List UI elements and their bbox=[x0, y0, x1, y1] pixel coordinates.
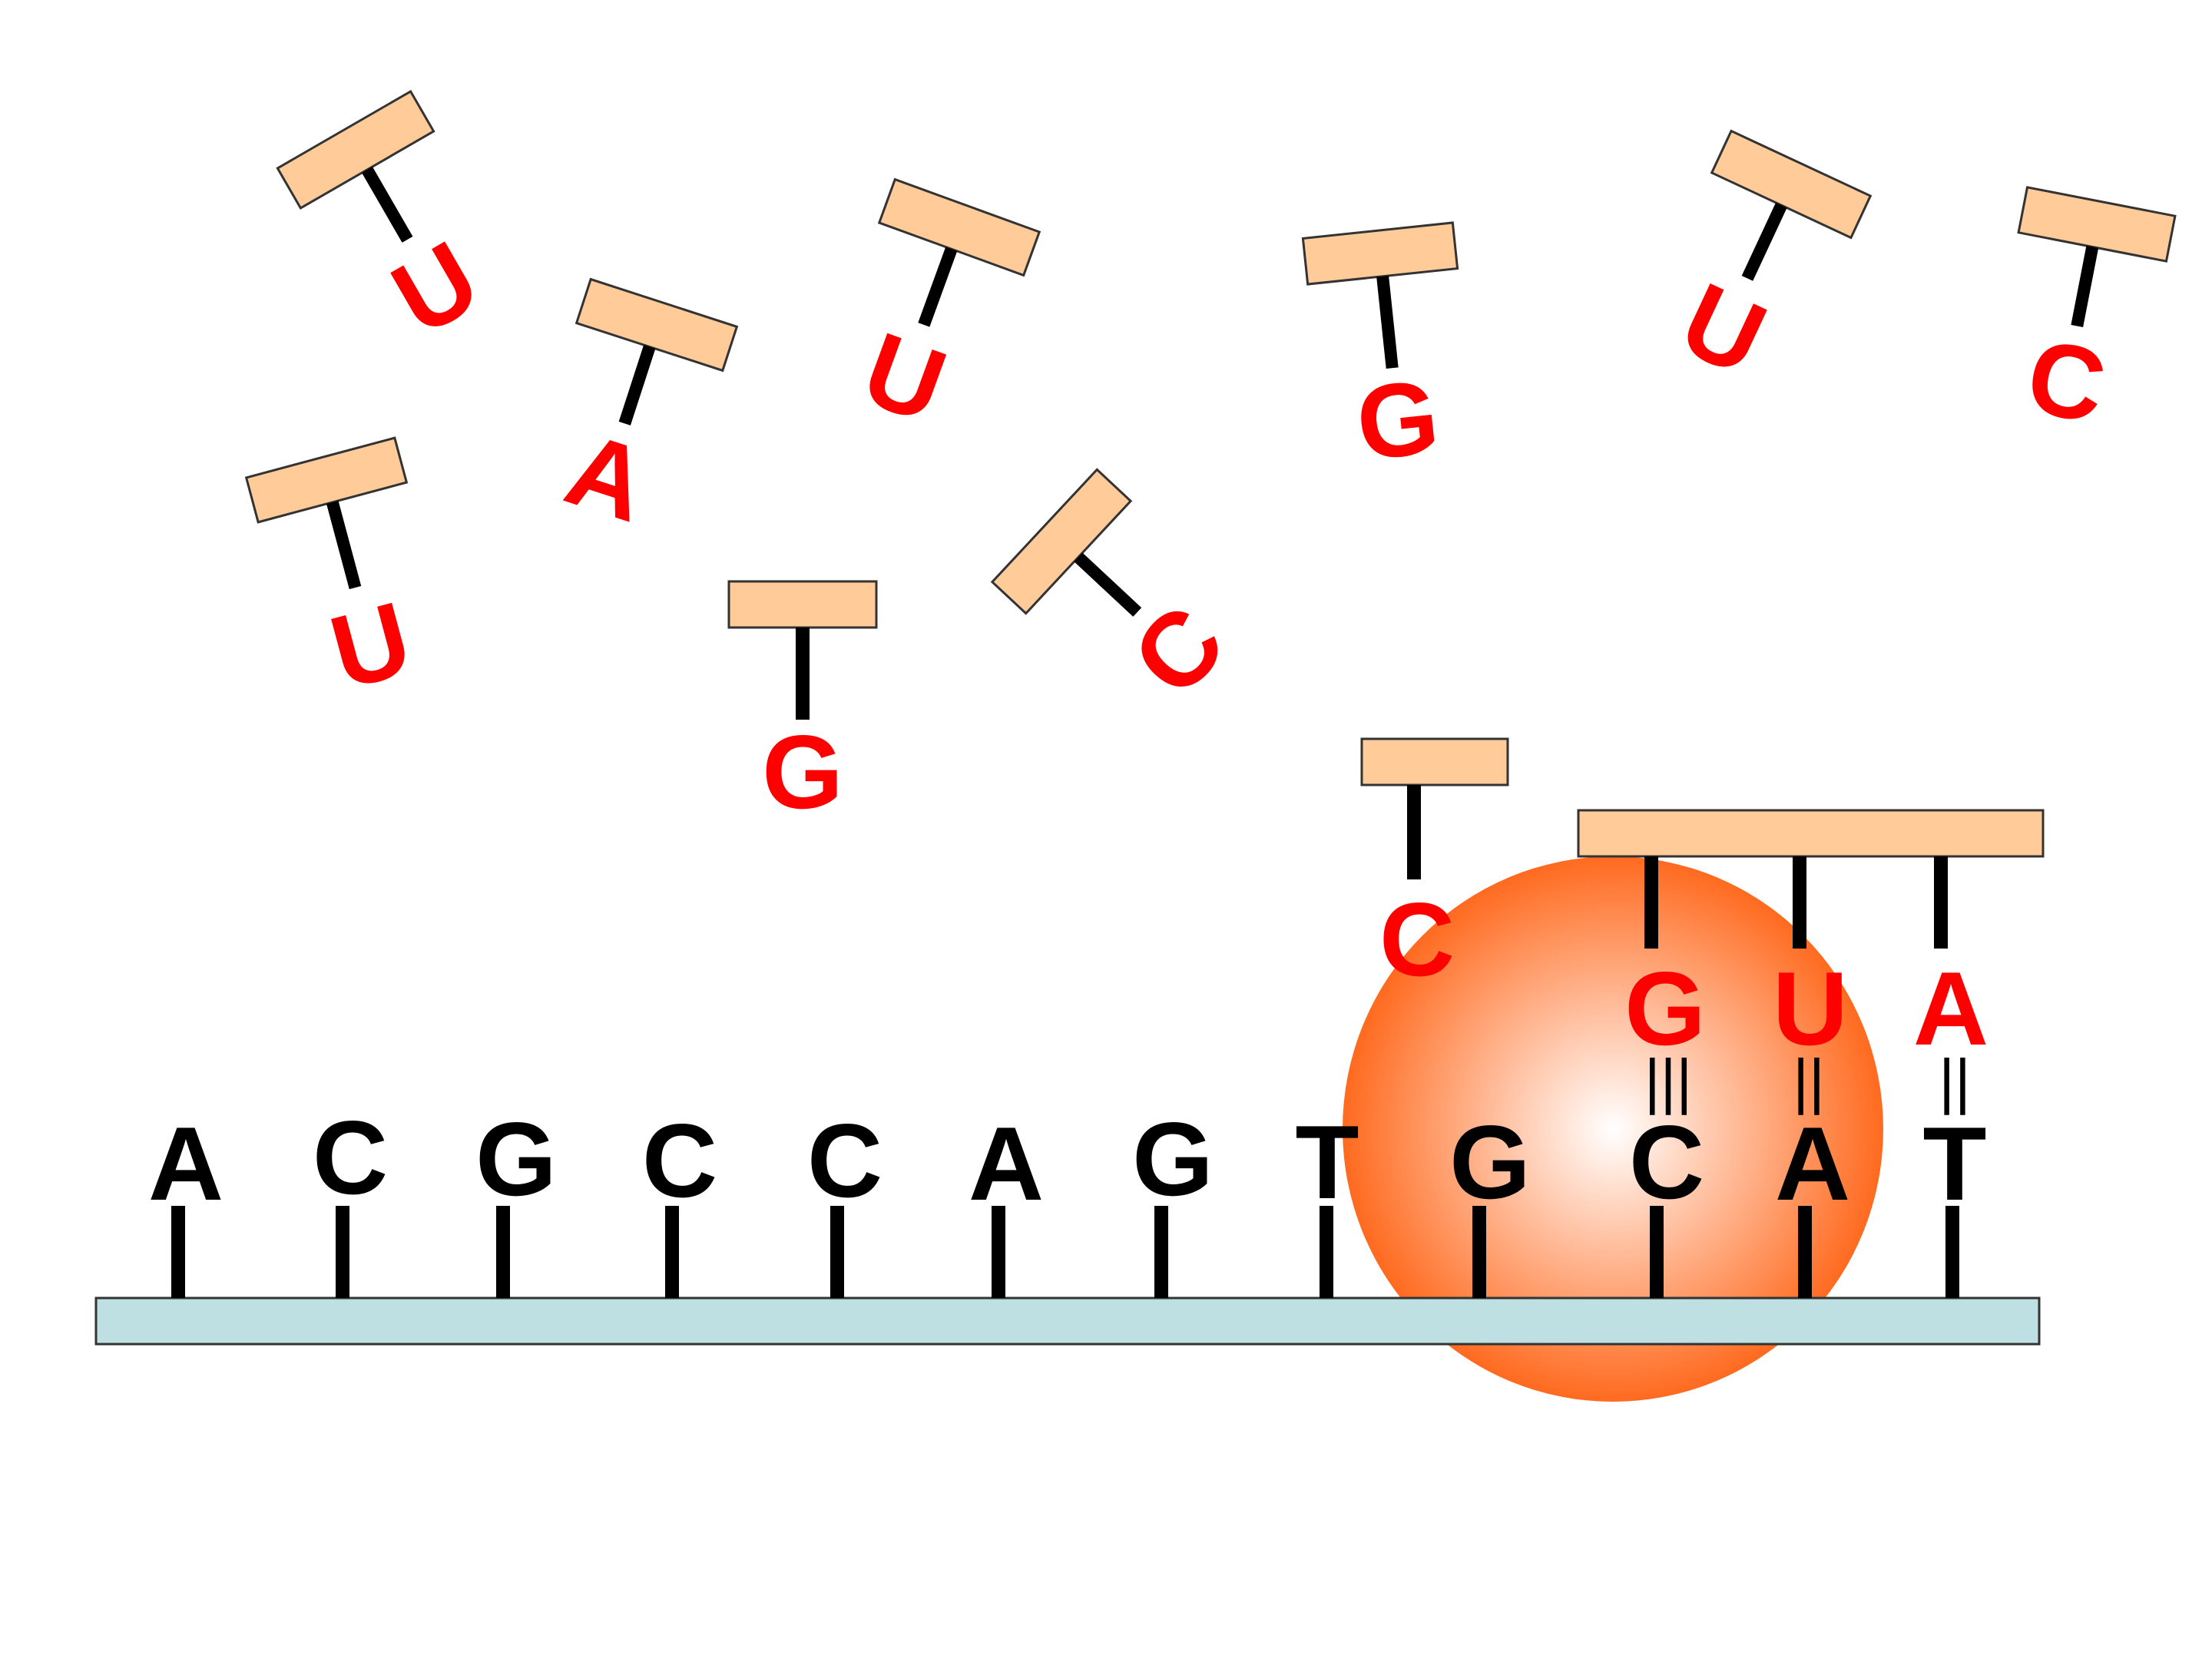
rna-base: A bbox=[554, 409, 661, 544]
hydrogen-bond-marks: || bbox=[1793, 1047, 1825, 1115]
dna-base: G bbox=[1132, 1101, 1214, 1217]
dna-base: C bbox=[1629, 1104, 1704, 1220]
incoming-nucleotide: C bbox=[1360, 737, 1509, 998]
dna-base: A bbox=[1775, 1105, 1850, 1222]
free-nucleotide: G bbox=[727, 580, 878, 830]
dna-base: A bbox=[969, 1105, 1044, 1222]
free-nucleotide: U bbox=[1664, 129, 1873, 398]
dna-base: T bbox=[1295, 1104, 1359, 1220]
dna-template-strand bbox=[94, 1296, 2041, 1346]
dna-base: G bbox=[475, 1101, 557, 1217]
free-nucleotide: A bbox=[554, 277, 739, 544]
rna-base: C bbox=[2018, 316, 2114, 445]
dna-base: C bbox=[313, 1099, 388, 1216]
rna-base: U bbox=[373, 219, 497, 358]
free-nucleotide: C bbox=[2017, 186, 2177, 445]
rna-transcript: G U A bbox=[1577, 809, 2045, 1067]
free-nucleotide: U bbox=[276, 89, 498, 358]
rna-base: U bbox=[320, 579, 422, 711]
free-nucleotide: C bbox=[990, 468, 1247, 718]
dna-base: A bbox=[148, 1105, 224, 1222]
dna-base: C bbox=[642, 1102, 717, 1219]
rna-base: G bbox=[1624, 950, 1706, 1067]
hydrogen-bond-marks: ||| bbox=[1644, 1047, 1692, 1115]
rna-base: A bbox=[1913, 950, 1988, 1067]
rna-base: U bbox=[849, 310, 960, 445]
rna-backbone bbox=[1577, 809, 2045, 858]
free-nucleotide: U bbox=[849, 177, 1041, 445]
free-nucleotide: G bbox=[1301, 221, 1459, 482]
rna-base: U bbox=[1664, 260, 1782, 398]
dna-base: C bbox=[807, 1102, 882, 1219]
rna-base: G bbox=[1351, 358, 1444, 482]
dna-base: T bbox=[1922, 1105, 1986, 1222]
rna-base: G bbox=[762, 714, 843, 830]
free-nucleotide: U bbox=[244, 436, 422, 712]
dna-base: G bbox=[1449, 1104, 1531, 1220]
rna-base: U bbox=[1773, 950, 1848, 1067]
rna-base: C bbox=[1379, 881, 1455, 998]
hydrogen-bond-marks: || bbox=[1939, 1047, 1971, 1115]
